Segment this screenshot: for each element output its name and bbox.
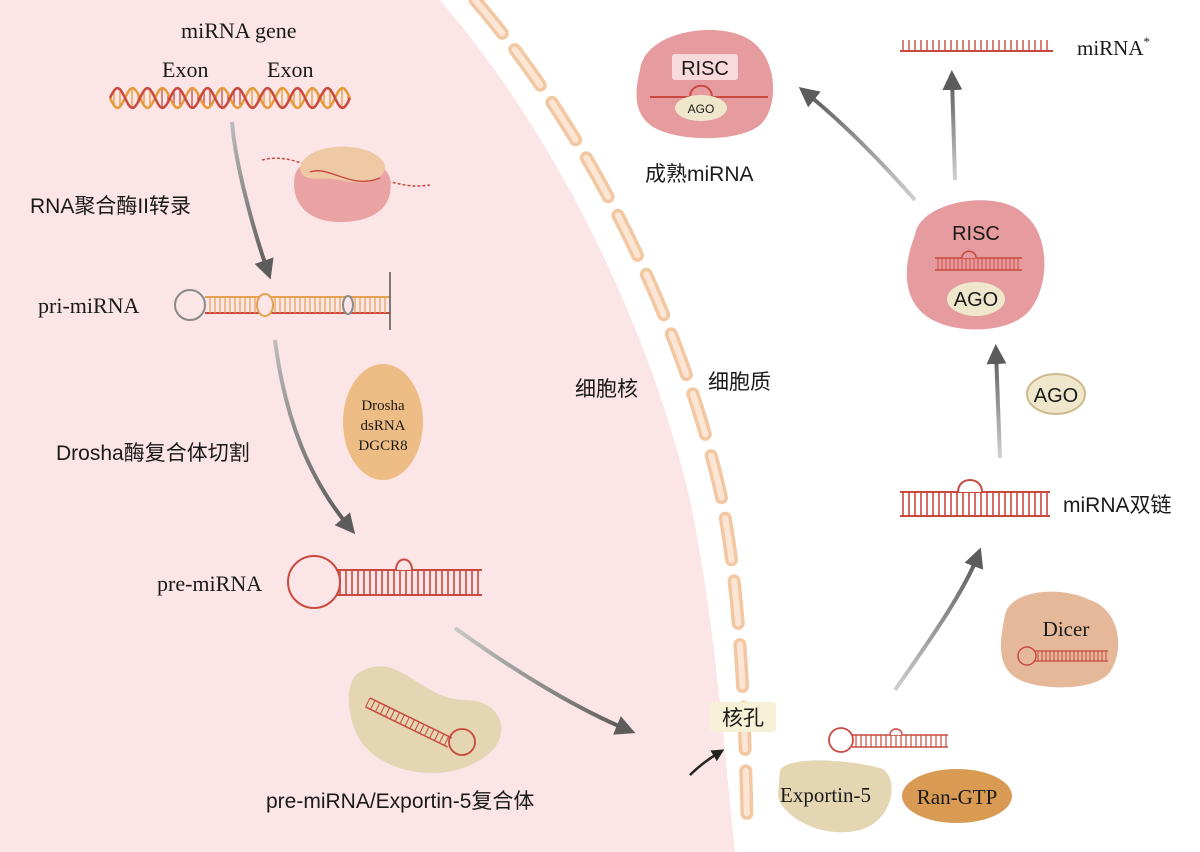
- label-exon-left: Exon: [162, 57, 208, 82]
- label-exon-right: Exon: [267, 57, 313, 82]
- label-transcription: RNA聚合酶II转录: [30, 195, 191, 218]
- label-cytoplasm: 细胞质: [708, 371, 771, 394]
- nuclear-pore-box: [710, 702, 776, 732]
- label-mirna-gene: miRNA gene: [181, 18, 297, 43]
- process-arrows: [230, 70, 1007, 776]
- label-cleavage: Drosha酶复合体切割: [56, 442, 250, 465]
- label-exportin-complex: pre-miRNA/Exportin-5复合体: [266, 790, 534, 813]
- nuclear-membrane: [468, 0, 754, 820]
- mirna-star-strand: [900, 40, 1053, 52]
- label-mirna-duplex: miRNA双链: [1063, 494, 1172, 517]
- pre-mirna-structure: [287, 555, 482, 609]
- label-drosha: Drosha: [361, 398, 405, 414]
- drosha-complex: [343, 364, 423, 480]
- rna-polymerase: [261, 146, 431, 222]
- label-mature-mirna: 成熟miRNA: [645, 163, 754, 186]
- risc-lower: [906, 200, 1045, 330]
- label-exportin5: Exportin-5: [780, 783, 871, 807]
- dicer-complex: [1000, 591, 1119, 688]
- label-nucleus: 细胞核: [575, 378, 638, 401]
- label-dsrna: dsRNA: [360, 418, 405, 434]
- cytoplasm-pre-mirna: [828, 727, 948, 753]
- label-ago-upper: AGO: [688, 102, 715, 116]
- label-nuclear-pore: 核孔: [722, 707, 764, 730]
- label-dicer: Dicer: [1043, 617, 1090, 641]
- label-pre-mirna: pre-miRNA: [157, 571, 262, 596]
- label-risc-lower: RISC: [952, 223, 1000, 245]
- label-pri-mirna: pri-miRNA: [38, 293, 140, 318]
- label-ago-free: AGO: [1034, 385, 1078, 407]
- exportin5-shape: [778, 760, 892, 833]
- pri-mirna-structure: [174, 272, 391, 330]
- label-dgcr8: DGCR8: [358, 438, 407, 454]
- label-mirna-star: miRNA*: [1077, 34, 1150, 60]
- mirna-duplex: [900, 479, 1050, 517]
- ago-free-shape: [1026, 373, 1086, 415]
- exportin-complex: [348, 666, 502, 774]
- ran-gtp-shape: [902, 769, 1012, 823]
- label-risc-upper: RISC: [681, 58, 729, 80]
- label-ran-gtp: Ran-GTP: [917, 785, 998, 809]
- risc-upper: [636, 30, 774, 139]
- dna-helix: [108, 86, 352, 110]
- label-ago-lower: AGO: [954, 289, 998, 311]
